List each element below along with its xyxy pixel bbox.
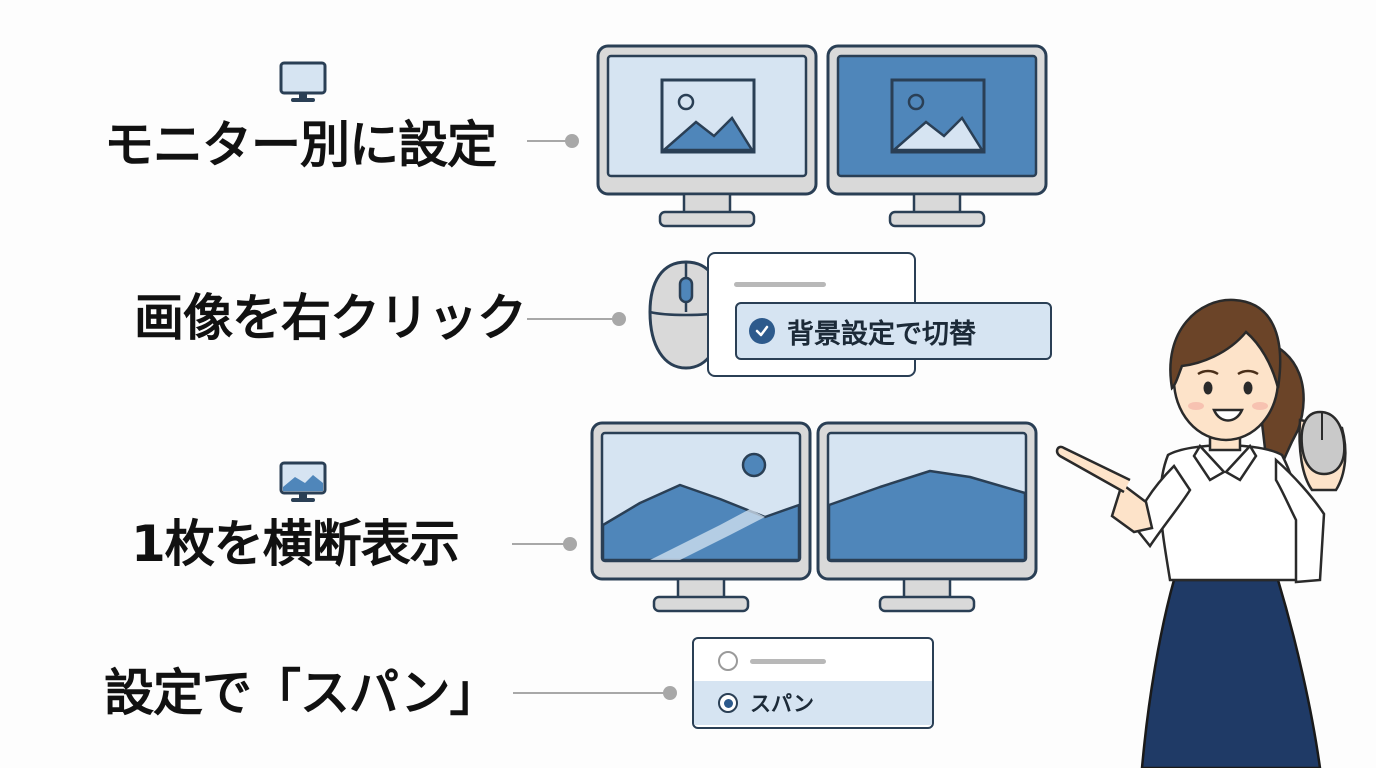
step-4-connector-dot (663, 686, 677, 700)
radio-option-span[interactable]: スパン (694, 681, 932, 725)
right-monitor (826, 44, 1048, 228)
step-1-connector-dot (565, 134, 579, 148)
dual-monitor-separate-wallpapers (596, 44, 1048, 228)
step-2-label: 画像を右クリック (134, 289, 527, 347)
context-menu-item-label: 背景設定で切替 (787, 318, 976, 350)
step-4-connector (513, 692, 668, 694)
monitor-landscape-icon (279, 461, 327, 502)
left-monitor (590, 421, 812, 613)
step-4-label: 設定で「スパン」 (104, 664, 499, 722)
context-menu-item-wallpaper-switch[interactable]: 背景設定で切替 (735, 302, 1052, 360)
radio-option-span-label: スパン (750, 692, 815, 716)
step-3-connector (512, 543, 568, 545)
step-2-connector (527, 318, 617, 320)
step-2-connector-dot (612, 312, 626, 326)
option-placeholder-line (750, 658, 826, 664)
span-setting-panel: スパン (692, 637, 934, 729)
step-1-label: モニター別に設定 (104, 116, 497, 174)
dual-monitor-span-wallpaper (590, 421, 1038, 613)
mouse-icon (648, 260, 724, 370)
step-1-connector (527, 140, 569, 142)
held-mouse-icon (1300, 410, 1346, 476)
step-3-label: 1枚を横断表示 (131, 515, 460, 573)
monitor-icon (279, 61, 327, 102)
left-monitor (596, 44, 818, 228)
right-monitor (816, 421, 1038, 613)
presenter-woman-illustration (1055, 298, 1347, 768)
radio-selected-icon (718, 693, 738, 713)
step-3-connector-dot (563, 537, 577, 551)
check-icon (749, 318, 775, 344)
context-menu-item-placeholder (734, 282, 826, 287)
radio-unselected-icon (718, 651, 738, 671)
radio-option-other[interactable] (694, 639, 932, 683)
